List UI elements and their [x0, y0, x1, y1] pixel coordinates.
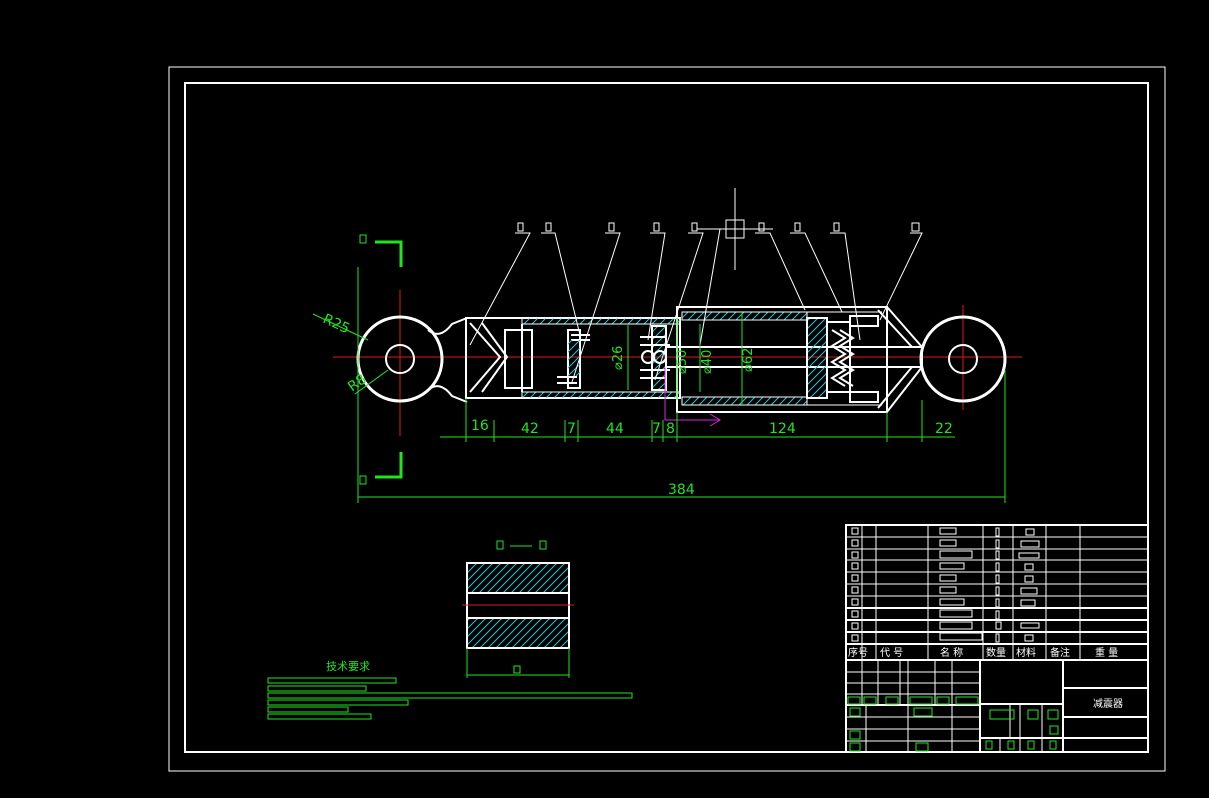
- drawing-title: 减震器: [1093, 698, 1123, 710]
- header-code: 代 号: [880, 647, 903, 659]
- dim-124: 124: [769, 421, 796, 437]
- dim-22: 22: [935, 421, 953, 437]
- dimension-lines: [312, 267, 1006, 503]
- left-mount-neck: [427, 317, 468, 403]
- dim-phi40: ⌀40: [700, 350, 715, 374]
- inner-cylinder-wall-top: [521, 317, 681, 325]
- header-note: 备注: [1050, 646, 1070, 659]
- ucs-icon: [664, 368, 721, 427]
- dim-44: 44: [606, 421, 624, 437]
- reservoir-wall-bottom: [681, 396, 808, 406]
- inner-cylinder-wall-bottom: [521, 391, 681, 399]
- shock-absorber-assembly: [333, 188, 1022, 485]
- rod-guide-seal: [806, 315, 879, 403]
- section-marker-bottom: [359, 452, 403, 485]
- reservoir-wall-top: [681, 311, 808, 321]
- tech-requirements-lines: [267, 677, 633, 720]
- outer-sheet-border: [168, 66, 1166, 772]
- parts-list: 序号 代 号 名 称 数量 材料 备注 重 量: [845, 524, 1149, 661]
- dim-r8: R8: [345, 371, 369, 395]
- bottom-valve-block: [504, 329, 533, 389]
- dim-7a: 7: [567, 421, 576, 437]
- cad-crosshair-cursor[interactable]: [697, 188, 773, 270]
- dim-r25: R25: [320, 311, 352, 337]
- header-seq: 序号: [848, 646, 868, 659]
- dim-8: 8: [666, 421, 675, 437]
- header-weight: 重 量: [1095, 646, 1118, 659]
- inner-drawing-frame: [184, 82, 1149, 753]
- dim-42: 42: [521, 421, 539, 437]
- right-mount-eye-bore: [948, 344, 978, 374]
- bottom-cap-chevron: [469, 322, 509, 393]
- section-marker-top: [359, 234, 403, 267]
- dim-7b: 7: [652, 421, 661, 437]
- top-cap-cone: [877, 306, 923, 413]
- section-view: [462, 540, 574, 678]
- dim-phi62: ⌀62: [741, 348, 756, 372]
- title-block: 减震器: [845, 659, 1149, 753]
- header-material: 材料: [1016, 646, 1036, 659]
- compression-valve: [557, 329, 590, 389]
- part-leader-lines: [469, 222, 923, 383]
- header-qty: 数量: [986, 646, 1006, 659]
- tech-requirements-heading: 技术要求: [326, 660, 370, 673]
- compression-valve-hatch: [568, 340, 580, 376]
- header-name: 名 称: [940, 646, 963, 659]
- dim-phi26: ⌀26: [611, 346, 626, 370]
- right-mount-eye-outer: [919, 315, 1007, 403]
- left-mount-eye-bore: [385, 344, 415, 374]
- dim-phi50: ⌀50: [675, 350, 690, 374]
- dim-384: 384: [668, 482, 695, 498]
- dim-16: 16: [471, 418, 489, 434]
